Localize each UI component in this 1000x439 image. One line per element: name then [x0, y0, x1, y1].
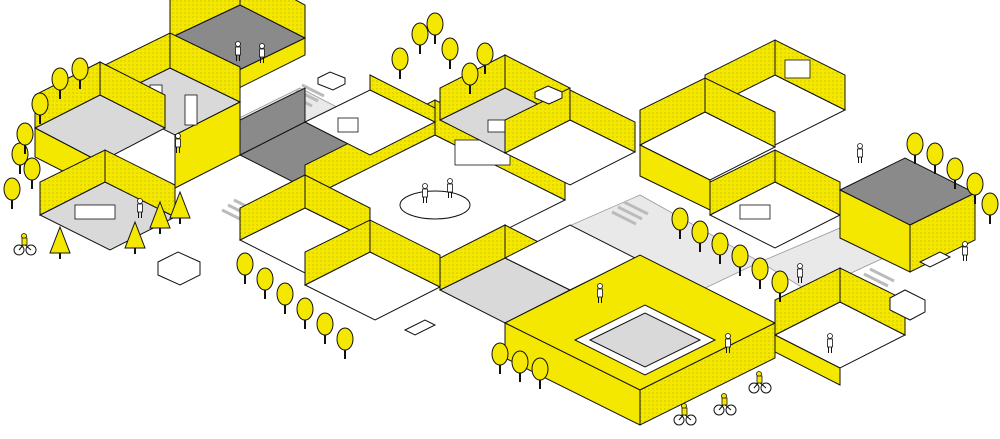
van-icon: [157, 251, 926, 321]
kitchen-room: [38, 149, 177, 251]
car-icon: [317, 71, 563, 105]
office-room: [303, 74, 437, 156]
laboratory-room: [638, 77, 777, 211]
kitchen-room: [303, 219, 442, 321]
museum-room: [773, 267, 907, 386]
courtyard-room: [838, 157, 977, 273]
kitchen-room: [503, 87, 637, 186]
bench-icon: [403, 251, 952, 336]
swimming-pool-room: [503, 254, 777, 426]
hotel-bedroom-room: [708, 149, 842, 249]
